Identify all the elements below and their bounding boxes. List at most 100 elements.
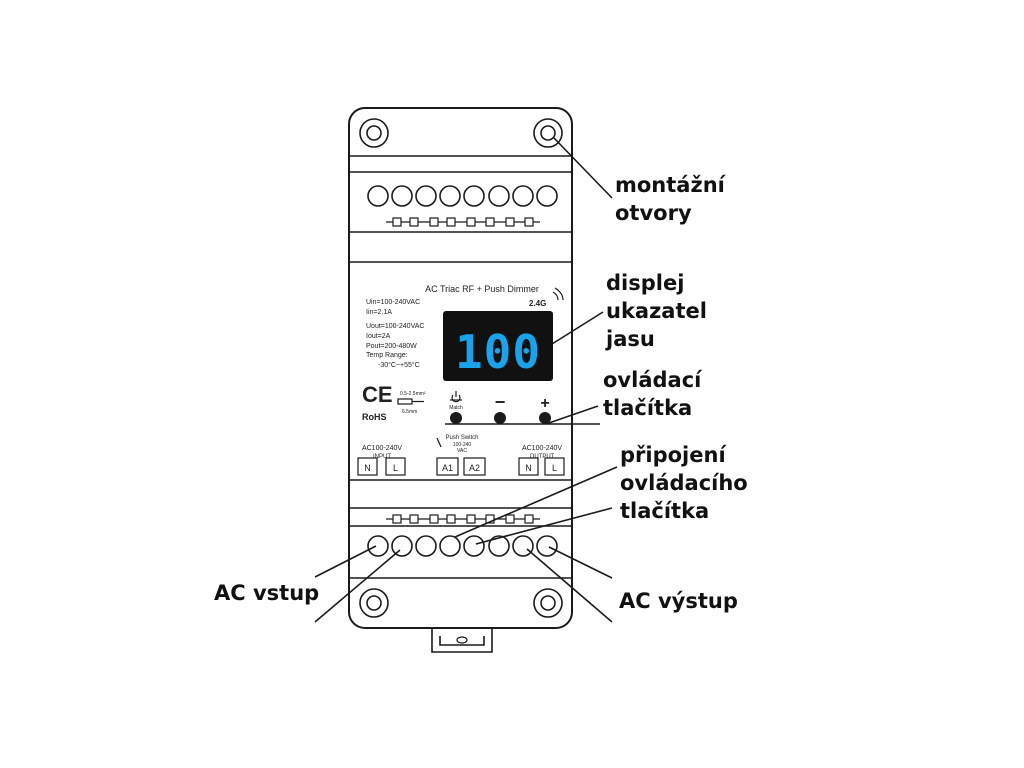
callout-mount-2: otvory [615,201,692,225]
terminal-slot-bottom [446,514,456,524]
output-label: OUTPUT [530,454,555,460]
terminal-screw-bottom [439,535,461,557]
mounting-hole-top-right [533,118,563,148]
terminal-slot-bottom [485,514,495,524]
rf-badge: 2.4G [529,299,546,308]
spec-uout: Uout=100-240VAC [366,323,424,330]
callout-display-1: displej [606,271,684,295]
terminal-screw-bottom [463,535,485,557]
terminal-screw-top [439,185,461,207]
bottom-terminal-screws [367,535,558,557]
terminal-slot-top [524,217,534,227]
input-label: INPUT [373,454,391,460]
input-terminals: N L [357,457,406,476]
plus-label: + [540,395,549,412]
terminal-screw-top [415,185,437,207]
output-voltage-label: AC100-240V [522,445,562,452]
callout-push-2: ovládacího [620,471,748,495]
terminal-slot-bottom [524,514,534,524]
callout-mount-1: montážní [615,173,727,197]
leader-lines [314,137,618,623]
callout-buttons-1: ovládací [603,368,703,392]
terminal-slot-top [466,217,476,227]
mounting-holes [359,118,563,618]
terminal-slot-bottom [505,514,515,524]
spec-temp-label: Temp Range: [366,352,408,359]
terminal-slot-bottom [392,514,402,524]
callout-buttons-2: tlačítka [603,396,692,420]
terminal-slot-top [409,217,419,227]
terminal-screw-bottom [415,535,437,557]
terminal-slot-top [485,217,495,227]
rohs-mark: RoHS [362,412,387,422]
push-voltage-label: 100-240 [453,442,472,448]
plus-button[interactable] [539,412,551,424]
minus-button[interactable] [494,412,506,424]
wire-gauge: 0.5-2.5mm² [400,391,426,397]
terminal-screw-top [488,185,510,207]
minus-label: − [495,392,506,412]
push-vac-label: VAC [457,448,467,454]
brightness-display: 100 [443,311,553,381]
push-terminal-a1: A1 [442,463,453,473]
callout-push-1: připojení [620,443,727,467]
callout-ac-out: AC výstup [619,589,738,613]
leader-display [551,311,604,345]
front-panel: AC Triac RF + Push Dimmer 2.4G Uin=100-2… [357,284,565,476]
display-value: 100 [455,325,541,379]
push-switch-label: Push Switch [445,435,478,441]
terminal-screw-top [391,185,413,207]
callout-ac-in: AC vstup [214,581,319,605]
callout-labels: montážní otvory displej ukazatel jasu ov… [214,173,748,613]
terminal-slot-bottom [429,514,439,524]
device-title: AC Triac RF + Push Dimmer [425,284,539,294]
wire-strip-icon [397,398,424,405]
terminal-screw-bottom [367,535,389,557]
leader-ac-in-1 [314,545,377,578]
terminal-slot-bottom [466,514,476,524]
spec-temp-range: -30°C~+55°C [378,361,420,369]
input-voltage-label: AC100-240V [362,445,402,452]
push-terminal-a2: A2 [469,463,480,473]
terminal-screw-bottom [488,535,510,557]
mounting-hole-bottom-left [359,588,389,618]
spec-pout: Pout=200-480W [366,343,417,350]
leader-ac-out-1 [526,548,613,623]
terminal-screw-bottom [391,535,413,557]
leader-mount-holes [553,137,613,199]
output-terminals: N L [518,457,565,476]
terminal-slot-top [429,217,439,227]
terminal-screw-bottom [512,535,534,557]
leader-ac-in-2 [314,549,401,623]
callout-display-2: ukazatel [606,299,707,323]
match-button[interactable] [450,412,462,424]
terminal-screw-top [512,185,534,207]
callout-display-3: jasu [605,327,655,351]
terminal-screw-top [463,185,485,207]
mounting-hole-bottom-right [533,588,563,618]
power-icon [450,391,462,403]
terminal-slot-bottom [409,514,419,524]
push-terminals: A1 A2 [436,457,486,476]
strip-length: 6.5mm [402,409,417,415]
terminal-slot-top [392,217,402,227]
terminal-slot-top [446,217,456,227]
match-label: Match [449,405,463,411]
leader-push-connection-1 [454,466,618,538]
input-terminal-n: N [364,463,371,473]
mounting-hole-top-left [359,118,389,148]
ce-mark: CE [362,382,393,407]
input-terminal-l: L [393,463,398,473]
wireless-icon [552,287,564,301]
spec-iin: Iin=2.1A [366,309,392,316]
terminal-screw-bottom [536,535,558,557]
output-terminal-l: L [552,463,557,473]
callout-push-3: tlačítka [620,499,709,523]
spec-iout: Iout=2A [366,333,391,340]
top-terminal-slots [386,217,540,227]
top-terminal-screws [367,185,558,207]
terminal-screw-top [536,185,558,207]
leader-ac-out-2 [548,546,613,579]
spec-uin: Uin=100-240VAC [366,299,420,306]
